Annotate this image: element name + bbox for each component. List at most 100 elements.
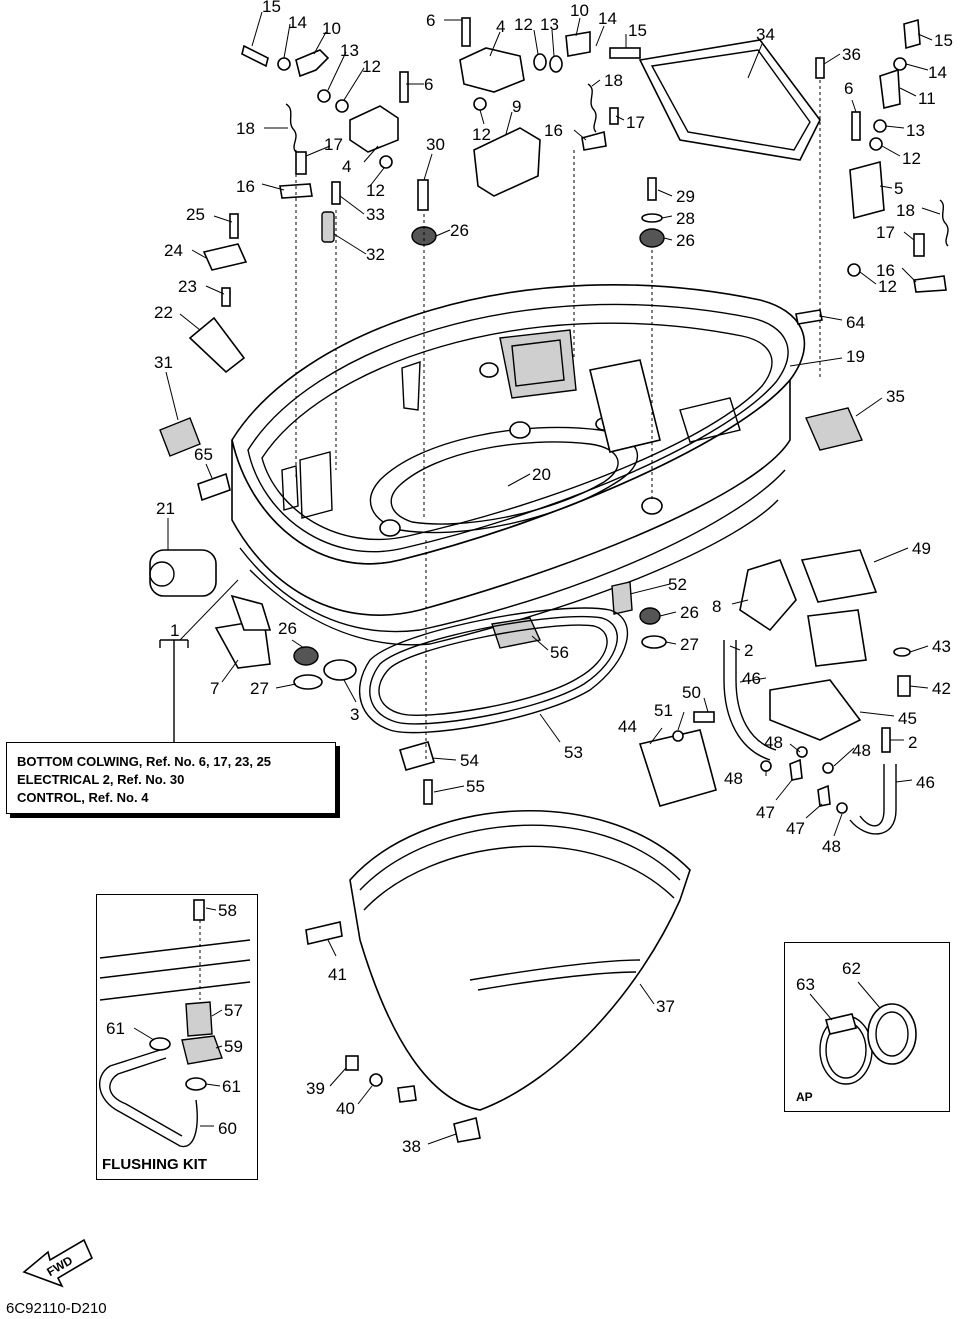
flushing-kit-label: FLUSHING KIT <box>102 1156 207 1173</box>
callout-49: 49 <box>912 539 931 558</box>
callout-13: 13 <box>340 41 359 60</box>
callout-15: 15 <box>628 21 647 40</box>
callout-4: 4 <box>342 157 351 176</box>
callout-25: 25 <box>186 205 205 224</box>
callout-10: 10 <box>570 1 589 20</box>
callout-24: 24 <box>164 241 183 260</box>
callout-14: 14 <box>598 9 617 28</box>
ap-label: AP <box>796 1090 813 1104</box>
callout-32: 32 <box>366 245 385 264</box>
bottom-cowling <box>231 284 806 646</box>
callout-6: 6 <box>426 11 435 30</box>
callout-2: 2 <box>744 641 753 660</box>
callout-14: 14 <box>288 13 307 32</box>
callout-43: 43 <box>932 637 951 656</box>
callout-59: 59 <box>224 1037 243 1056</box>
reference-line-bottom-cowling: BOTTOM COLWING, Ref. No. 6, 17, 23, 25 <box>17 754 272 769</box>
callout-46: 46 <box>916 773 935 792</box>
callout-27: 27 <box>680 635 699 654</box>
callout-3: 3 <box>350 705 359 724</box>
callout-61: 61 <box>222 1077 241 1096</box>
callout-6: 6 <box>844 79 853 98</box>
callout-18: 18 <box>896 201 915 220</box>
callout-64: 64 <box>846 313 865 332</box>
callout-2: 2 <box>908 733 917 752</box>
callout-65: 65 <box>194 445 213 464</box>
callout-40: 40 <box>336 1099 355 1118</box>
reference-note-box: BOTTOM COLWING, Ref. No. 6, 17, 23, 25 E… <box>6 742 336 814</box>
callout-14: 14 <box>928 63 947 82</box>
callout-28: 28 <box>676 209 695 228</box>
callout-7: 7 <box>210 679 219 698</box>
callout-57: 57 <box>224 1001 243 1020</box>
callout-44: 44 <box>618 717 637 736</box>
callout-18: 18 <box>604 71 623 90</box>
callout-12: 12 <box>514 15 533 34</box>
callout-11: 11 <box>918 89 936 108</box>
callout-37: 37 <box>656 997 675 1016</box>
callout-labels: 15 14 10 13 12 6 18 17 4 12 16 33 30 26 … <box>106 0 953 1156</box>
callout-21: 21 <box>156 499 175 518</box>
callout-8: 8 <box>712 597 721 616</box>
callout-48: 48 <box>822 837 841 856</box>
callout-1: 1 <box>170 621 179 640</box>
callout-22: 22 <box>154 303 173 322</box>
callout-47: 47 <box>786 819 805 838</box>
callout-53: 53 <box>564 743 583 762</box>
callout-38: 38 <box>402 1137 421 1156</box>
callout-34: 34 <box>756 25 775 44</box>
callout-48: 48 <box>724 769 743 788</box>
callout-16: 16 <box>876 261 895 280</box>
callout-15: 15 <box>934 31 953 50</box>
callout-6: 6 <box>424 75 433 94</box>
callout-26: 26 <box>680 603 699 622</box>
callout-27: 27 <box>250 679 269 698</box>
ap-clamps <box>819 1003 917 1085</box>
callout-60: 60 <box>218 1119 237 1138</box>
fwd-arrow: FWD <box>22 1238 94 1288</box>
callout-58: 58 <box>218 901 237 920</box>
callout-63: 63 <box>796 975 815 994</box>
callout-12: 12 <box>472 125 491 144</box>
callout-17: 17 <box>876 223 895 242</box>
callout-12: 12 <box>366 181 385 200</box>
callout-41: 41 <box>328 965 347 984</box>
callout-33: 33 <box>366 205 385 224</box>
callout-29: 29 <box>676 187 695 206</box>
reference-line-electrical: ELECTRICAL 2, Ref. No. 30 <box>17 772 185 787</box>
callout-15: 15 <box>262 0 281 16</box>
callout-50: 50 <box>682 683 701 702</box>
reference-line-control: CONTROL, Ref. No. 4 <box>17 790 149 805</box>
callout-12: 12 <box>878 277 897 296</box>
top-center-parts <box>459 17 825 248</box>
callout-12: 12 <box>362 57 381 76</box>
callout-5: 5 <box>894 179 903 198</box>
callout-56: 56 <box>550 643 569 662</box>
callout-4: 4 <box>496 17 505 36</box>
callout-20: 20 <box>532 465 551 484</box>
callout-54: 54 <box>460 751 479 770</box>
callout-12: 12 <box>902 149 921 168</box>
callout-42: 42 <box>932 679 951 698</box>
right-middle-parts <box>491 559 911 835</box>
callout-13: 13 <box>540 15 559 34</box>
callout-17: 17 <box>324 135 343 154</box>
callout-17: 17 <box>626 113 645 132</box>
callout-18: 18 <box>236 119 255 138</box>
top-left-parts <box>149 44 437 690</box>
callout-13: 13 <box>906 121 925 140</box>
callout-52: 52 <box>668 575 687 594</box>
callout-26: 26 <box>450 221 469 240</box>
callout-61: 61 <box>106 1019 125 1038</box>
callout-48: 48 <box>764 733 783 752</box>
callout-48: 48 <box>852 741 871 760</box>
seal-and-lower-cowling <box>305 607 691 1143</box>
callout-16: 16 <box>544 121 563 140</box>
top-right-parts <box>795 18 949 603</box>
callout-31: 31 <box>154 353 173 372</box>
callout-47: 47 <box>756 803 775 822</box>
callout-45: 45 <box>898 709 917 728</box>
callout-39: 39 <box>306 1079 325 1098</box>
callout-30: 30 <box>426 135 445 154</box>
